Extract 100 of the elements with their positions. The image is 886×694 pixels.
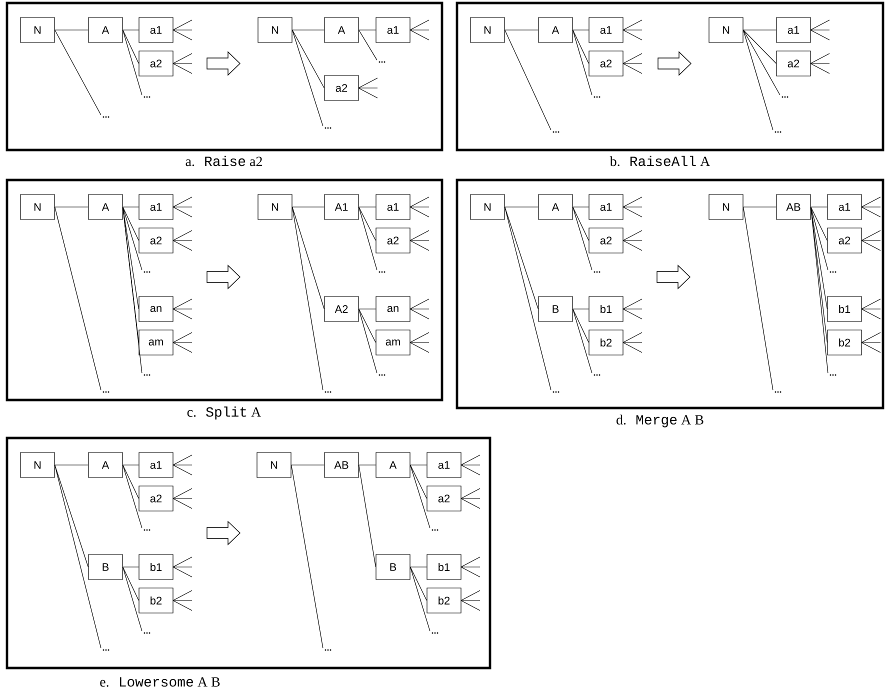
tree-node-box: b2 (588, 330, 624, 356)
ellipsis-text: ... (432, 529, 438, 531)
tree-node-box: B (538, 296, 573, 322)
connector-line (410, 566, 427, 601)
ellipsis-text: ... (102, 649, 110, 651)
panel-title: a. Raise a2 (186, 156, 262, 166)
tree-node-box: an (376, 296, 410, 322)
connector-line (358, 308, 376, 343)
connector-line (292, 206, 324, 390)
tree-node-box: a1 (138, 194, 174, 220)
connector-line (572, 206, 589, 241)
connector-line (291, 464, 324, 466)
connector-line (410, 464, 427, 499)
tree-node-box: am (376, 330, 410, 356)
connector-line (410, 464, 427, 466)
connector-line (358, 308, 378, 374)
connector-line (122, 464, 142, 528)
connector-line (122, 566, 139, 568)
tree-node-box: a2 (588, 50, 624, 76)
tree-node-box: a2 (426, 486, 462, 512)
tree-node-box: A (88, 452, 123, 478)
connector-line (122, 30, 142, 96)
ellipsis-text: ... (144, 271, 150, 273)
tree-node-box: am (138, 330, 174, 356)
tree-node-box: A (538, 17, 573, 43)
tree-node-box: a1 (588, 17, 624, 43)
connector-line (504, 206, 538, 208)
tree-node-box: a1 (776, 17, 811, 43)
ellipsis-text: ... (774, 391, 782, 393)
connector-line (743, 30, 776, 64)
tree-node-box: A (88, 194, 123, 220)
tree-node-box: B (376, 554, 410, 580)
tree-node-box: N (20, 17, 55, 43)
connector-line (743, 206, 776, 208)
connector-line (743, 30, 780, 96)
connector-line (572, 206, 589, 208)
ellipsis-text: ... (144, 632, 150, 634)
tree-node-box: A2 (324, 296, 359, 322)
tree-node-box: N (20, 194, 55, 220)
tree-node-box: A (538, 194, 573, 220)
ellipsis-text: ... (830, 271, 836, 273)
ellipsis-text: ... (594, 96, 600, 98)
connector-line (54, 206, 102, 390)
connector-line (358, 308, 376, 310)
connector-line (292, 30, 324, 126)
connector-line (122, 566, 142, 632)
connector-line (810, 206, 828, 374)
connector-line (358, 464, 376, 466)
connector-line (572, 308, 592, 374)
tree-node-box: B (88, 554, 123, 580)
tree-node-box: b2 (426, 588, 462, 614)
connector-line (122, 464, 139, 499)
tree-node-box: N (470, 194, 505, 220)
connector-line (54, 464, 102, 648)
connector-line (122, 464, 139, 466)
tree-node-box: a1 (376, 17, 410, 43)
tree-node-box: A (324, 17, 359, 43)
connector-line (358, 30, 378, 60)
connector-line (810, 206, 828, 241)
tree-node-box: b2 (827, 330, 862, 356)
tree-node-box: a1 (138, 17, 174, 43)
tree-node-box: N (256, 452, 292, 478)
tree-node-box: b1 (827, 296, 862, 322)
ellipsis-text: ... (144, 529, 150, 531)
ellipsis-text: ... (144, 374, 150, 376)
ellipsis-text: ... (102, 391, 110, 393)
connector-line (122, 566, 139, 601)
tree-node-box: N (708, 17, 744, 43)
panel-title: d. Merge A B (616, 414, 704, 428)
tree-node-box: a2 (138, 50, 174, 76)
connector-line (572, 30, 589, 64)
tree-node-box: a2 (138, 486, 174, 512)
tree-node-box: a2 (138, 228, 174, 254)
ellipsis-text: ... (144, 96, 150, 98)
ellipsis-text: ... (774, 131, 782, 133)
connector-line (292, 30, 324, 88)
tree-node-box: a2 (324, 75, 359, 101)
ellipsis-text: ... (324, 391, 332, 393)
connector-line (572, 30, 592, 96)
connector-line (358, 464, 376, 568)
ellipsis-text: ... (378, 271, 386, 273)
tree-node-box: a2 (588, 228, 624, 254)
ellipsis-text: ... (552, 391, 560, 393)
tree-node-box: a2 (776, 50, 811, 76)
connector-line (54, 206, 88, 208)
connector-line (122, 206, 142, 270)
connector-line (292, 206, 324, 310)
connector-line (504, 206, 552, 390)
connector-line (122, 206, 139, 208)
connector-line (410, 566, 430, 632)
ellipsis-text: ... (324, 127, 332, 129)
tree-node-box: b1 (426, 554, 462, 580)
connector-line (54, 464, 88, 568)
ellipsis-text: ... (830, 374, 836, 376)
ellipsis-text: ... (102, 116, 110, 118)
tree-node-box: a1 (376, 194, 410, 220)
connector-line (572, 308, 589, 310)
connector-line (358, 206, 378, 270)
tree-node-box: an (138, 296, 174, 322)
ellipsis-text: ... (552, 131, 560, 133)
